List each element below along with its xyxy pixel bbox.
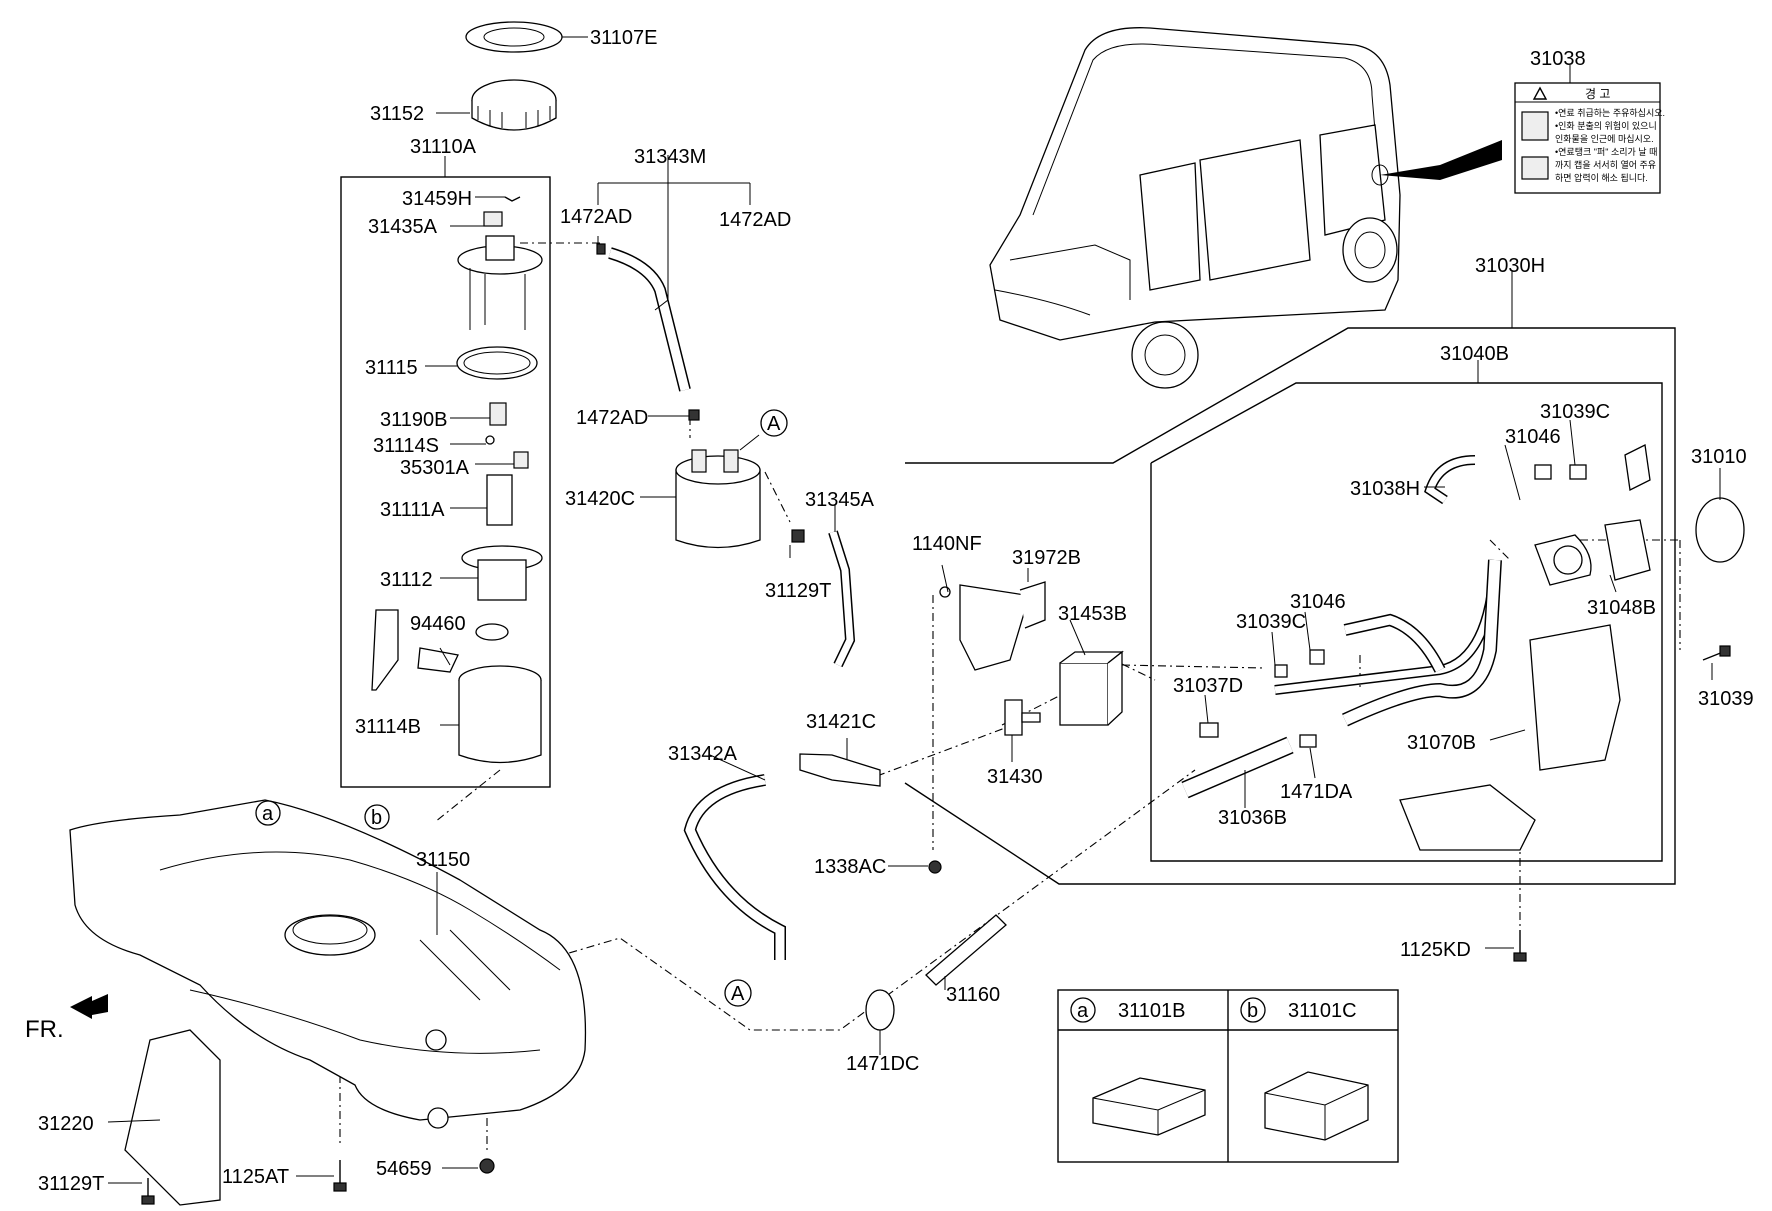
- label-1471DA: 1471DA: [1280, 781, 1353, 803]
- label-31039C-lower: 31039C: [1236, 611, 1306, 633]
- label-31421C: 31421C: [806, 711, 876, 733]
- legend-a-part: 31101B: [1118, 1000, 1185, 1022]
- label-1125KD: 1125KD: [1400, 939, 1471, 961]
- label-54659: 54659: [376, 1158, 432, 1180]
- label-1472AD-left: 1472AD: [560, 206, 632, 228]
- front-direction-indicator: FR.: [25, 994, 108, 1043]
- label-31129T-lower: 31129T: [38, 1173, 104, 1195]
- label-31342A: 31342A: [668, 743, 738, 765]
- label-31459H: 31459H: [402, 188, 472, 210]
- callout-A-lower: A: [731, 983, 745, 1005]
- label-31040B: 31040B: [1440, 343, 1509, 365]
- label-31030H: 31030H: [1475, 255, 1545, 277]
- callout-b: b: [371, 807, 382, 829]
- pad-31101C-icon: [1264, 1071, 1369, 1141]
- label-31435A: 31435A: [368, 216, 438, 238]
- label-1338AC: 1338AC: [814, 856, 886, 878]
- leader-lines: [107, 36, 1721, 1184]
- warning-label-line-2: •인화 분출의 위험이 있으니: [1555, 120, 1657, 131]
- label-31110A: 31110A: [410, 136, 477, 158]
- label-31430: 31430: [987, 766, 1043, 788]
- label-31420C: 31420C: [565, 488, 635, 510]
- label-94460: 94460: [410, 613, 466, 635]
- label-31070B: 31070B: [1407, 732, 1476, 754]
- label-1140NF: 1140NF: [912, 533, 982, 555]
- warning-label-line-5: 까지 캡을 서서히 열어 주유: [1555, 159, 1656, 170]
- label-31972B: 31972B: [1012, 547, 1081, 569]
- pump-parts: [371, 21, 563, 764]
- legend-a-letter: a: [1077, 1000, 1089, 1022]
- label-31150: 31150: [416, 849, 470, 871]
- label-31036B: 31036B: [1218, 807, 1287, 829]
- label-1472AD-right: 1472AD: [719, 209, 791, 231]
- callout-A-upper: A: [767, 413, 781, 435]
- label-31107E: 31107E: [590, 27, 657, 49]
- legend-b-letter: b: [1247, 1000, 1258, 1022]
- label-31114B: 31114B: [355, 716, 421, 738]
- label-35301A: 35301A: [400, 457, 470, 479]
- label-31046-lower: 31046: [1290, 591, 1346, 613]
- vehicle-illustration: [989, 27, 1502, 389]
- label-31453B: 31453B: [1058, 603, 1127, 625]
- label-31129T-upper: 31129T: [765, 580, 831, 602]
- label-31220: 31220: [38, 1113, 94, 1135]
- label-31038H: 31038H: [1350, 478, 1420, 500]
- label-31190B: 31190B: [380, 409, 447, 431]
- label-31039: 31039: [1698, 688, 1754, 710]
- label-31343M: 31343M: [634, 146, 706, 168]
- label-31010: 31010: [1691, 446, 1747, 468]
- legend-table: a 31101B b 31101C: [1057, 989, 1399, 1163]
- label-31046-upper: 31046: [1505, 426, 1561, 448]
- filler-assembly-frame-31040B: [1150, 382, 1663, 862]
- label-31112: 31112: [380, 569, 433, 591]
- label-31048B: 31048B: [1587, 597, 1656, 619]
- warning-label-line-4: •연료탱크 "퍼" 소리가 날 때: [1555, 147, 1657, 157]
- label-31114S: 31114S: [373, 435, 439, 457]
- label-31038: 31038: [1530, 48, 1586, 70]
- warning-label-line-1: •연료 취급하는 주유하십시오.: [1555, 108, 1665, 118]
- callout-circles: a b A A: [255, 409, 788, 1007]
- hoses: [608, 247, 1502, 960]
- warning-label-title: 경 고: [1585, 87, 1610, 101]
- callout-a: a: [262, 803, 274, 825]
- warning-label-line-3: 인화물을 인근에 마십시오.: [1555, 134, 1654, 144]
- label-1472AD-lower: 1472AD: [576, 407, 648, 429]
- label-31345A: 31345A: [805, 489, 875, 511]
- label-31037D: 31037D: [1173, 675, 1243, 697]
- warning-label: 경 고 •연료 취급하는 주유하십시오. •인화 분출의 위험이 있으니 인화물…: [1514, 82, 1665, 194]
- label-31152: 31152: [370, 103, 424, 125]
- part-labels: 31107E 31152 31110A 31459H 31435A 31115 …: [38, 27, 1754, 1195]
- label-31111A: 31111A: [380, 499, 445, 521]
- label-1471DC: 1471DC: [846, 1053, 919, 1075]
- legend-b-part: 31101C: [1288, 1000, 1357, 1022]
- label-31039C-upper: 31039C: [1540, 401, 1610, 423]
- label-1125AT: 1125AT: [222, 1166, 289, 1188]
- pad-31101B-icon: [1092, 1077, 1206, 1136]
- label-31115: 31115: [365, 357, 418, 379]
- label-31160: 31160: [946, 984, 1000, 1006]
- canister-parts: [596, 243, 1745, 1031]
- fuel-tank: [69, 645, 1731, 1206]
- filler-assembly-frame-31030H: [904, 327, 1676, 885]
- front-direction-label: FR.: [25, 1016, 64, 1043]
- warning-label-line-6: 하면 압력이 해소 됩니다.: [1555, 172, 1648, 183]
